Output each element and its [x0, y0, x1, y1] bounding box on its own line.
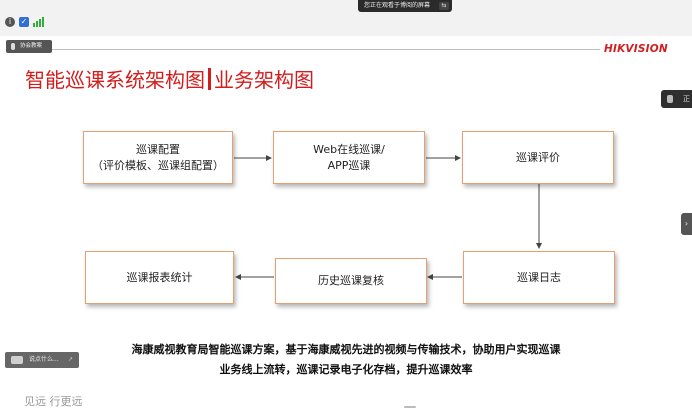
- slide-title-part2: 业务架构图: [214, 68, 314, 92]
- footer-slogan: 见远 行更远: [24, 395, 83, 408]
- box-course-config: 巡课配置 （评价模板、巡课组配置）: [83, 131, 233, 184]
- box-history-review: 历史巡课复核: [275, 258, 427, 304]
- box-course-config-line2: （评价模板、巡课组配置）: [92, 158, 224, 172]
- caption-line1: 海康威视教育局智能巡课方案，基于海康威视先进的视频与传输技术，协助用户实现巡课: [131, 343, 561, 356]
- box-course-config-line1: 巡课配置: [136, 142, 180, 156]
- top-toolbar: i ✓: [0, 0, 692, 36]
- signal-icon[interactable]: [33, 16, 45, 27]
- box-patrol-evaluation: 巡课评价: [462, 131, 614, 184]
- box-report-statistics-label: 巡课报表统计: [126, 270, 193, 284]
- chat-input[interactable]: 说点什么... ↗: [5, 352, 79, 368]
- chat-placeholder: 说点什么...: [29, 356, 59, 363]
- brand-logo: HIKVISION: [604, 43, 668, 55]
- box-patrol-log: 巡课日志: [463, 251, 615, 304]
- box-web-app-line1: Web在线巡课/: [313, 142, 385, 156]
- box-history-review-label: 历史巡课复核: [318, 274, 384, 287]
- speaker-indicator[interactable]: 协会教案: [6, 40, 52, 53]
- page-indicator: [404, 406, 416, 408]
- slide-title-part1: 智能巡课系统架构图: [25, 68, 205, 92]
- caption-line2: 业务线上流转，巡课记录电子化存档，提升巡课效率: [219, 363, 473, 376]
- chevron-right-icon: ›: [684, 219, 689, 228]
- chat-avatar-icon: [11, 356, 23, 364]
- microphone-icon: [11, 43, 15, 50]
- slide-title: 智能巡课系统架构图业务架构图: [25, 64, 314, 93]
- box-web-app-patrol: Web在线巡课/ APP巡课: [273, 131, 425, 184]
- info-icon[interactable]: i: [5, 17, 15, 27]
- side-panel-toggle[interactable]: ›: [681, 213, 692, 235]
- shield-icon[interactable]: ✓: [19, 17, 29, 27]
- header-divider: [52, 49, 600, 50]
- exit-share-button[interactable]: ⇆: [439, 2, 449, 10]
- share-banner-text: 您正在观看于博阅的屏幕: [364, 2, 431, 9]
- box-web-app-line2: APP巡课: [327, 158, 371, 172]
- box-report-statistics: 巡课报表统计: [85, 251, 234, 304]
- participant-avatar: [667, 95, 673, 103]
- participant-chip[interactable]: 正: [661, 90, 692, 108]
- expand-icon[interactable]: ↗: [67, 356, 73, 363]
- title-separator: [208, 68, 211, 90]
- box-patrol-log-label: 巡课日志: [517, 270, 561, 284]
- participant-label: 正: [683, 95, 690, 103]
- box-patrol-evaluation-label: 巡课评价: [516, 150, 560, 164]
- exit-share-icon: ⇆: [441, 2, 447, 9]
- speaker-label: 协会教案: [20, 43, 43, 49]
- screen-share-banner: 您正在观看于博阅的屏幕 ⇆: [358, 0, 452, 12]
